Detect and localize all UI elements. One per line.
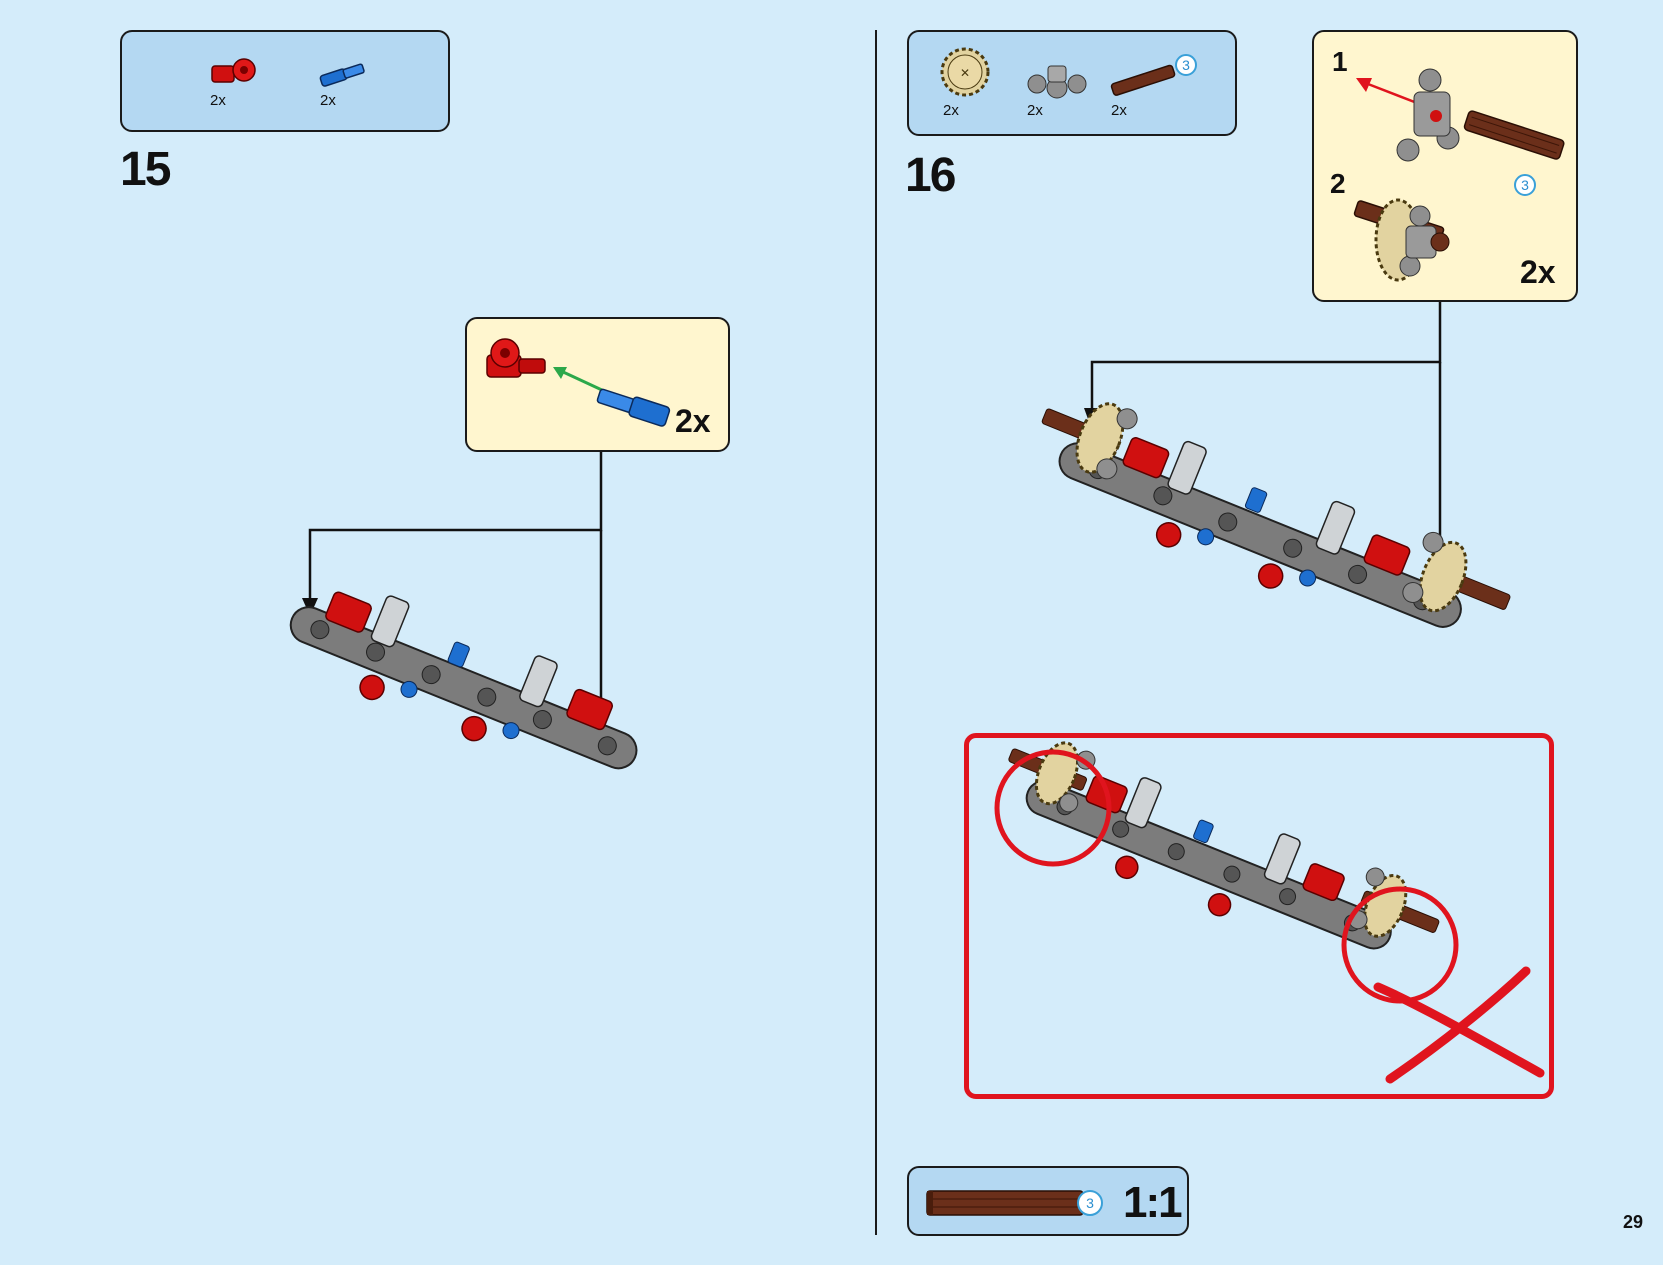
gray-ball-connector-icon (1027, 65, 1087, 99)
step16-part2-qty: 2x (1027, 102, 1043, 119)
red-axle-connector-icon (211, 58, 256, 83)
step16-part1-qty: 2x (943, 102, 959, 119)
gray-ball-connector-icon (1396, 68, 1460, 162)
svg-text:✕: ✕ (960, 66, 970, 80)
step16-number: 16 (905, 149, 956, 202)
step16-part3-qty: 2x (1111, 102, 1127, 119)
page-divider (875, 30, 877, 1235)
brown-axle-icon (1463, 110, 1565, 160)
gear-ball-assembly-icon (1353, 198, 1450, 282)
red-axle-connector-icon (486, 338, 546, 378)
step15-part1-qty: 2x (210, 92, 226, 109)
wrong-orientation-illustration (1008, 741, 1440, 950)
brown-axle-icon (926, 1190, 1084, 1216)
wrong-x-mark-icon (1373, 966, 1545, 1084)
step16-parts-box: ✕ 2x 2x 3 2x (907, 30, 1237, 136)
axle-length-badge: 3 (1175, 54, 1197, 76)
axle-length-badge: 3 (1514, 174, 1536, 196)
substep1-number: 1 (1332, 46, 1348, 77)
step15-parts-box: 2x 2x (120, 30, 450, 132)
blue-axle-pin-icon (596, 388, 671, 427)
step15-subassembly-box: 2x (465, 317, 730, 452)
step15-part2-qty: 2x (320, 92, 336, 109)
brown-axle-icon (1110, 64, 1176, 96)
substep2-number: 2 (1330, 168, 1346, 199)
wrong-orientation-frame (964, 733, 1554, 1099)
step16-model-illustration (1041, 402, 1511, 628)
step15-model-illustration (289, 591, 638, 770)
tan-gear-icon: ✕ (940, 47, 990, 97)
step16-subassembly-box: 1 3 2 2x (1312, 30, 1578, 302)
axle-length-badge: 3 (1077, 1190, 1103, 1216)
step16-subassembly-qty: 2x (1520, 254, 1556, 290)
blue-axle-pin-icon (319, 63, 365, 87)
step15-number: 15 (120, 143, 171, 196)
step15-subassembly-qty: 2x (675, 403, 711, 439)
axle-scale-box: 3 1:1 (907, 1166, 1189, 1236)
page-number: 29 (1622, 1212, 1643, 1232)
scale-label: 1:1 (1123, 1178, 1183, 1227)
